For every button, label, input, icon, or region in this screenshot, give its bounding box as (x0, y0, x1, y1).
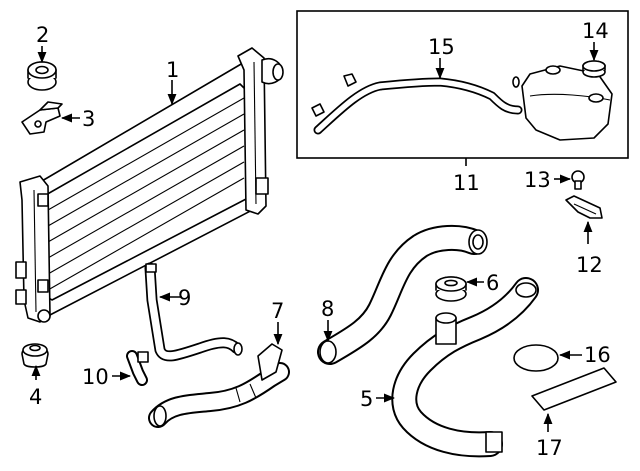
radiator-fins (47, 97, 245, 291)
callout-9: 9 (178, 286, 191, 310)
upper-hose-8 (317, 224, 488, 365)
overflow-hose-15 (311, 73, 523, 135)
radiator (15, 47, 284, 323)
leader-lines (31, 42, 599, 432)
callout-2: 2 (36, 23, 49, 47)
callout-16: 16 (584, 343, 611, 367)
bracket-3 (21, 101, 63, 135)
callout-12: 12 (576, 253, 603, 277)
fitting-10 (126, 350, 149, 386)
callout-17: 17 (536, 436, 563, 460)
callout-14: 14 (582, 19, 609, 43)
callout-1: 1 (166, 58, 179, 82)
label-sheet-17 (531, 367, 617, 411)
lower-hose-5 (391, 277, 539, 458)
callout-7: 7 (271, 299, 284, 323)
grommet-4 (21, 343, 49, 368)
seal-ring-16 (513, 344, 559, 372)
reservoir-assembly-box (296, 10, 629, 159)
cap-14 (582, 60, 606, 78)
bypass-hose-9 (144, 262, 243, 362)
bolt-13 (571, 170, 585, 190)
callout-13: 13 (524, 168, 551, 192)
coolant-reservoir (521, 65, 613, 141)
callout-3: 3 (82, 107, 95, 131)
callout-15: 15 (428, 35, 455, 59)
callout-labels: 1 2 3 4 5 6 7 8 9 10 11 12 13 14 15 16 1… (29, 19, 611, 460)
callout-11: 11 (453, 171, 480, 195)
bracket-12 (565, 195, 603, 219)
callout-6: 6 (486, 271, 499, 295)
callout-4: 4 (29, 385, 42, 409)
lower-hose-7 (148, 343, 290, 428)
callout-5: 5 (360, 387, 373, 411)
cap-6 (435, 276, 467, 302)
callout-8: 8 (321, 297, 334, 321)
grommet-2 (27, 61, 57, 91)
callout-10: 10 (82, 365, 109, 389)
